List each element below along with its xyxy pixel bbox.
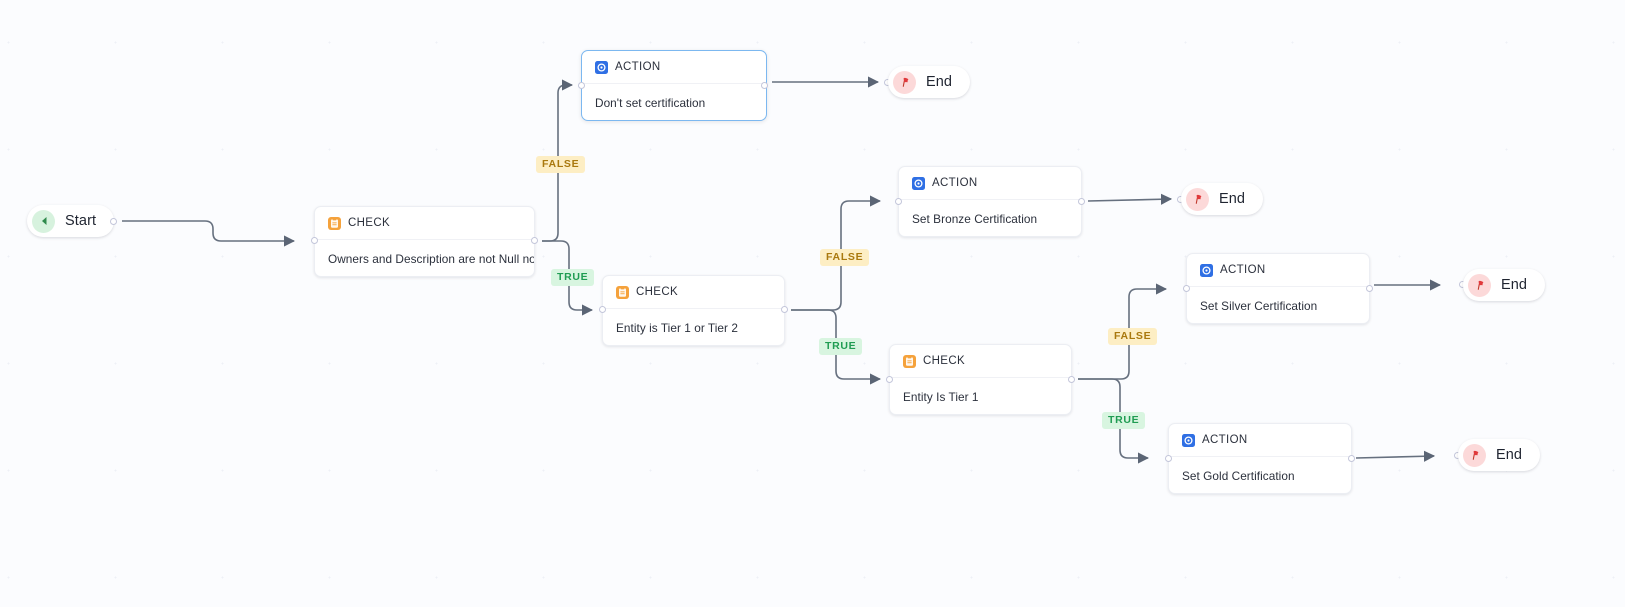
action-silver-output-port[interactable] [1366, 285, 1373, 292]
node-description: Entity is Tier 1 or Tier 2 [616, 321, 738, 335]
check-owners-output-port[interactable] [531, 237, 538, 244]
node-kind-label: CHECK [923, 355, 966, 367]
node-kind-label: ACTION [1220, 264, 1266, 276]
start-node-label: Start [65, 213, 97, 229]
edge-start-to-check-owners [122, 220, 296, 247]
node-kind-label: ACTION [932, 177, 978, 189]
node-description: Set Gold Certification [1182, 469, 1295, 483]
check-tier1-input-port[interactable] [886, 376, 893, 383]
pin-flag-icon [1468, 273, 1491, 297]
node-header: ACTION [582, 51, 766, 84]
node-description: Don't set certification [595, 96, 706, 110]
node-description: Owners and Description are not Null nor … [328, 252, 534, 266]
action-node-set-gold-certification[interactable]: ACTION Set Gold Certification [1168, 423, 1352, 494]
action-gold-input-port[interactable] [1165, 455, 1172, 462]
edge-action-bronze-to-end2 [1087, 193, 1173, 205]
check-tier12-output-port[interactable] [781, 306, 788, 313]
check-clipboard-icon [616, 285, 629, 299]
check-clipboard-icon [903, 354, 916, 368]
action-bronze-output-port[interactable] [1078, 198, 1085, 205]
end-node-3[interactable]: End [1463, 269, 1546, 301]
action-node-set-silver-certification[interactable]: ACTION Set Silver Certification [1186, 253, 1370, 324]
node-description: Set Bronze Certification [912, 212, 1038, 226]
end-node-3-label: End [1501, 277, 1528, 293]
check-node-entity-tier-1-or-2[interactable]: CHECK Entity is Tier 1 or Tier 2 [602, 275, 785, 346]
node-description: Set Silver Certification [1200, 299, 1318, 313]
check-node-entity-is-tier-1[interactable]: CHECK Entity Is Tier 1 [889, 344, 1072, 415]
action-gear-icon [1182, 433, 1195, 447]
branch-label-tier12-true: TRUE [819, 338, 863, 355]
node-kind-label: CHECK [348, 217, 391, 229]
play-left-icon [32, 209, 55, 233]
start-node[interactable]: Start [27, 205, 115, 237]
node-header: CHECK [890, 345, 1071, 378]
branch-label-owners-true: TRUE [551, 269, 595, 286]
end-node-1-label: End [926, 74, 953, 90]
action-gear-icon [595, 60, 608, 74]
check-tier12-input-port[interactable] [599, 306, 606, 313]
branch-label-tier1-false: FALSE [1108, 328, 1158, 345]
end-node-4-label: End [1496, 447, 1523, 463]
node-header: CHECK [603, 276, 784, 309]
action-gear-icon [912, 176, 925, 190]
node-header: CHECK [315, 207, 534, 240]
node-kind-label: ACTION [615, 61, 661, 73]
node-header: ACTION [1187, 254, 1369, 287]
node-header: ACTION [1169, 424, 1351, 457]
action-node-set-bronze-certification[interactable]: ACTION Set Bronze Certification [898, 166, 1082, 237]
edge-action-gold-to-end4 [1355, 450, 1436, 462]
node-kind-label: ACTION [1202, 434, 1248, 446]
action-node-dont-set-certification[interactable]: ACTION Don't set certification [581, 50, 767, 121]
check-clipboard-icon [328, 216, 341, 230]
node-header: ACTION [899, 167, 1081, 200]
action-gear-icon [1200, 263, 1213, 277]
branch-label-owners-false: FALSE [536, 156, 586, 173]
branch-label-tier1-true: TRUE [1102, 412, 1146, 429]
pin-flag-icon [1463, 443, 1486, 467]
action-silver-input-port[interactable] [1183, 285, 1190, 292]
end-node-1[interactable]: End [888, 66, 971, 98]
pin-flag-icon [1186, 187, 1209, 211]
action-dont-set-output-port[interactable] [761, 82, 768, 89]
action-dont-set-input-port[interactable] [578, 82, 585, 89]
check-node-owners-description[interactable]: CHECK Owners and Description are not Nul… [314, 206, 535, 277]
node-kind-label: CHECK [636, 286, 679, 298]
check-tier1-output-port[interactable] [1068, 376, 1075, 383]
check-owners-input-port[interactable] [311, 237, 318, 244]
end-node-2[interactable]: End [1181, 183, 1264, 215]
start-output-port[interactable] [110, 218, 117, 225]
branch-label-tier12-false: FALSE [820, 249, 870, 266]
pin-flag-icon [893, 70, 916, 94]
end-node-4[interactable]: End [1458, 439, 1541, 471]
node-description: Entity Is Tier 1 [903, 390, 979, 404]
action-bronze-input-port[interactable] [895, 198, 902, 205]
action-gold-output-port[interactable] [1348, 455, 1355, 462]
end-node-2-label: End [1219, 191, 1246, 207]
